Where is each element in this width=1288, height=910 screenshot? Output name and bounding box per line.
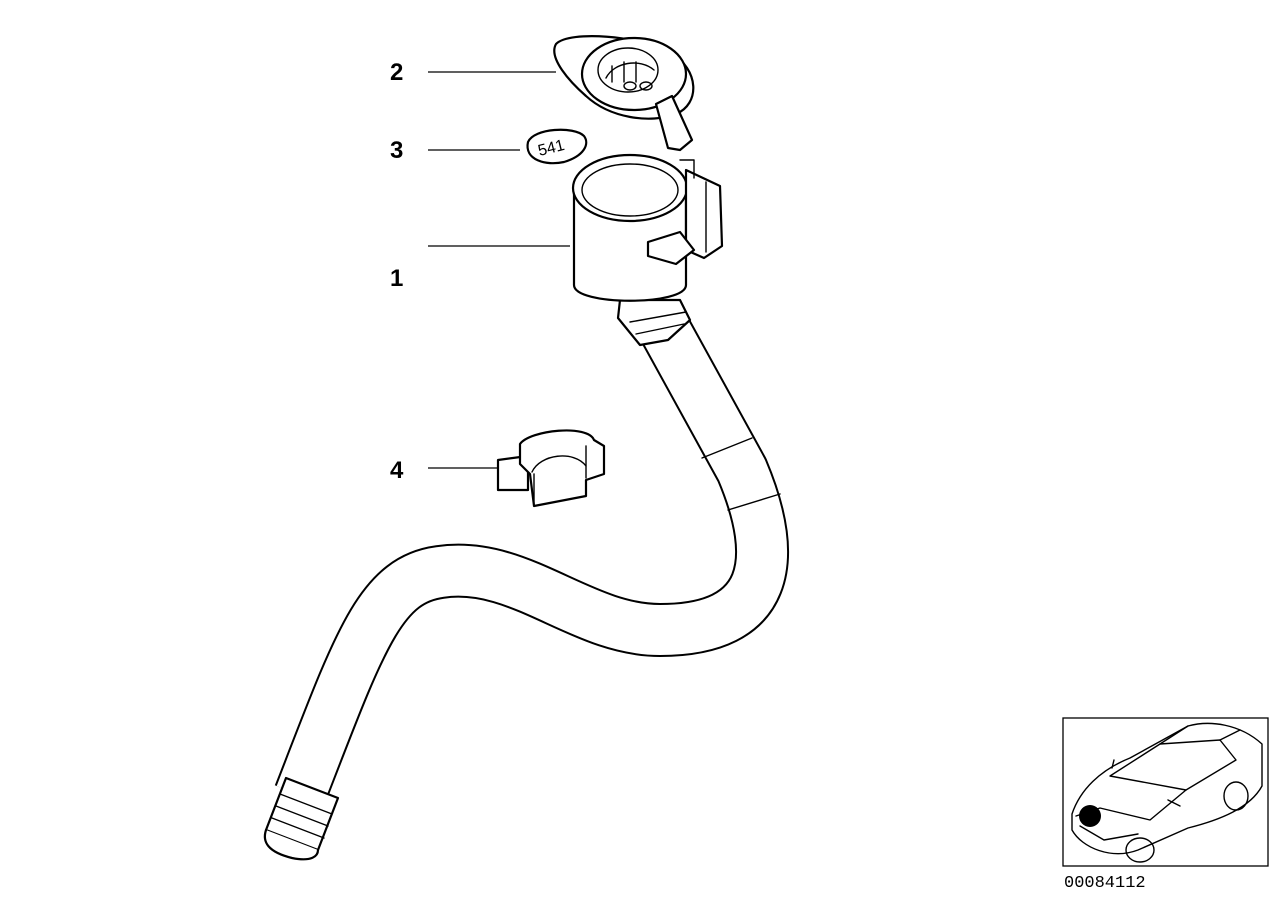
filler-neck xyxy=(571,153,724,347)
callout-2: 2 xyxy=(390,59,556,86)
callout-4: 4 xyxy=(390,457,498,484)
vehicle-location-thumbnail xyxy=(1062,717,1269,867)
callout-3: 3 xyxy=(390,137,520,164)
callout-number: 2 xyxy=(390,59,403,86)
washer-fluid-symbol-icon xyxy=(605,61,655,91)
callout-1: 1 xyxy=(390,245,570,292)
reservoir-cap xyxy=(553,35,695,152)
location-marker xyxy=(1079,805,1101,827)
diagram-reference-number: 00084112 xyxy=(1064,874,1146,893)
hose-end-connector xyxy=(263,776,340,861)
callout-number: 1 xyxy=(390,265,403,292)
callout-number: 4 xyxy=(390,457,404,484)
callout-number: 3 xyxy=(390,137,403,164)
label-plate: 541 xyxy=(526,128,588,165)
label-plate-text: 541 xyxy=(536,137,566,160)
hose-clip xyxy=(496,429,606,508)
washer-hose xyxy=(263,316,790,861)
